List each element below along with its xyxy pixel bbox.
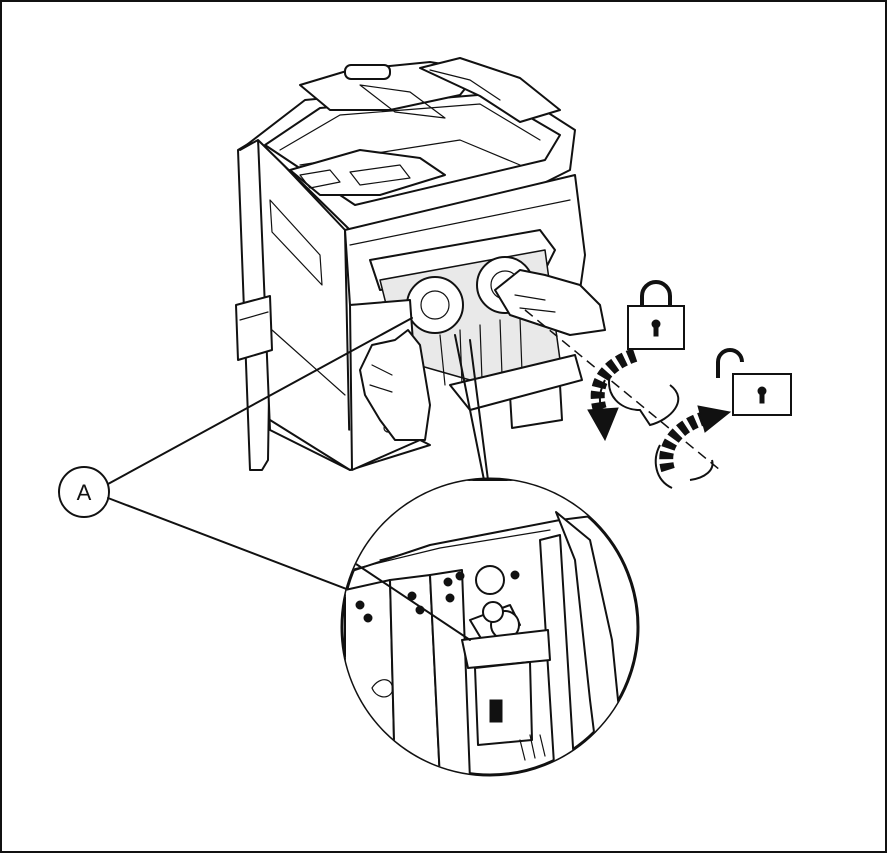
right-hand (494, 269, 606, 336)
callout-a: A (58, 466, 110, 518)
paper-tray-left (235, 295, 273, 361)
inset-guide-2 (429, 569, 471, 775)
side-panel-line (271, 329, 346, 396)
feeder-output-tray (419, 57, 561, 123)
side-handle-recess (269, 199, 323, 286)
padlock-locked-icon (627, 280, 685, 350)
fax-machine-illustration (235, 57, 606, 471)
left-lock-knob (406, 276, 464, 334)
inset-bracket (461, 629, 551, 669)
padlock-unlocked-icon (716, 348, 792, 416)
inset-top-frame (342, 479, 638, 576)
left-hand (359, 329, 431, 441)
interior-guides (439, 317, 523, 386)
inset-upper-knob (475, 565, 505, 595)
inset-latch-slot (489, 699, 503, 723)
inset-guide-1 (389, 574, 441, 775)
feeder-guide (344, 64, 391, 80)
inset-latch-block (474, 661, 533, 746)
leader-line-to-knob (107, 317, 413, 485)
rotate-arrow-unlock-icon (654, 405, 732, 489)
rotation-axis-line (524, 309, 721, 471)
inset-right-guide (539, 534, 576, 775)
zoom-line-right (469, 339, 489, 481)
rotate-arrow-lock-icon (587, 348, 680, 442)
output-tray (449, 354, 583, 411)
zoom-line-left (454, 334, 485, 481)
machine-base (269, 419, 431, 471)
detail-inset (340, 477, 640, 777)
callout-circle (58, 466, 110, 518)
feeder-slot (359, 84, 446, 119)
callout-label: A (77, 480, 92, 505)
inset-small-clip (371, 679, 393, 698)
